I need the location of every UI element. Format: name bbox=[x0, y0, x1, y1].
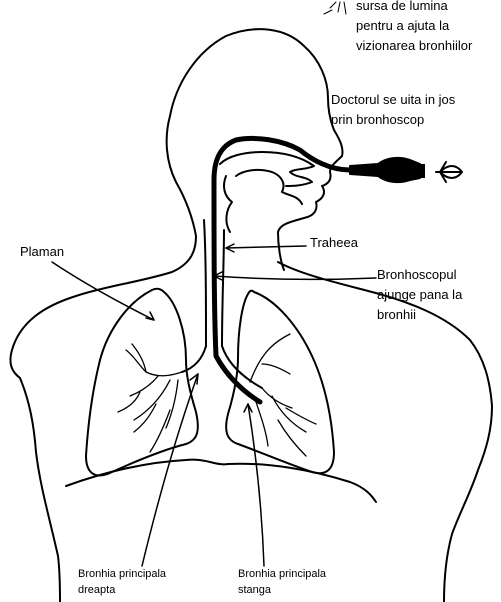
diaphragm bbox=[66, 460, 376, 502]
epiglottis bbox=[224, 176, 232, 232]
lung-right bbox=[86, 289, 198, 476]
label-bronhia-stanga-1: Bronhia principala bbox=[238, 567, 326, 582]
neck-shoulder-right bbox=[278, 262, 492, 406]
trachea-right-wall bbox=[222, 230, 224, 346]
lung-left bbox=[226, 291, 334, 473]
arrow-traheea bbox=[226, 246, 306, 248]
label-bronhoscopul-2: ajunge pana la bbox=[377, 286, 462, 303]
label-doctor-1: Doctorul se uita in jos bbox=[331, 91, 455, 108]
eye-icon bbox=[436, 162, 462, 182]
bronchial-tree-left bbox=[250, 334, 316, 456]
label-bronhia-stanga-2: stanga bbox=[238, 583, 271, 598]
label-light-source-3: vizionarea bronhiilor bbox=[356, 37, 472, 54]
arrow-bronhoscopul bbox=[214, 276, 376, 279]
arrow-plaman bbox=[52, 262, 154, 320]
nasal-cavity bbox=[220, 152, 314, 186]
light-rays-icon bbox=[324, 2, 346, 14]
trachea-left-wall bbox=[204, 220, 206, 346]
mouth-cavity bbox=[236, 170, 302, 204]
label-traheea: Traheea bbox=[310, 234, 358, 251]
label-bronhia-dreapta-2: dreapta bbox=[78, 583, 115, 598]
label-bronhia-dreapta-1: Bronhia principala bbox=[78, 567, 166, 582]
bronchoscope-eyepiece-icon bbox=[350, 158, 420, 182]
torso-left bbox=[20, 378, 60, 602]
arrow-bronhia-dreapta bbox=[142, 374, 198, 566]
label-bronhoscopul-3: bronhii bbox=[377, 306, 416, 323]
label-plaman: Plaman bbox=[20, 243, 64, 260]
bronchial-tree-right bbox=[118, 344, 182, 452]
torso-right bbox=[444, 406, 492, 602]
label-light-source-1: sursa de lumina bbox=[356, 0, 448, 14]
label-light-source-2: pentru a ajuta la bbox=[356, 17, 449, 34]
label-bronhoscopul-1: Bronhoscopul bbox=[377, 266, 457, 283]
arrow-bronhia-stanga bbox=[248, 404, 264, 566]
label-doctor-2: prin bronhoscop bbox=[331, 111, 424, 128]
